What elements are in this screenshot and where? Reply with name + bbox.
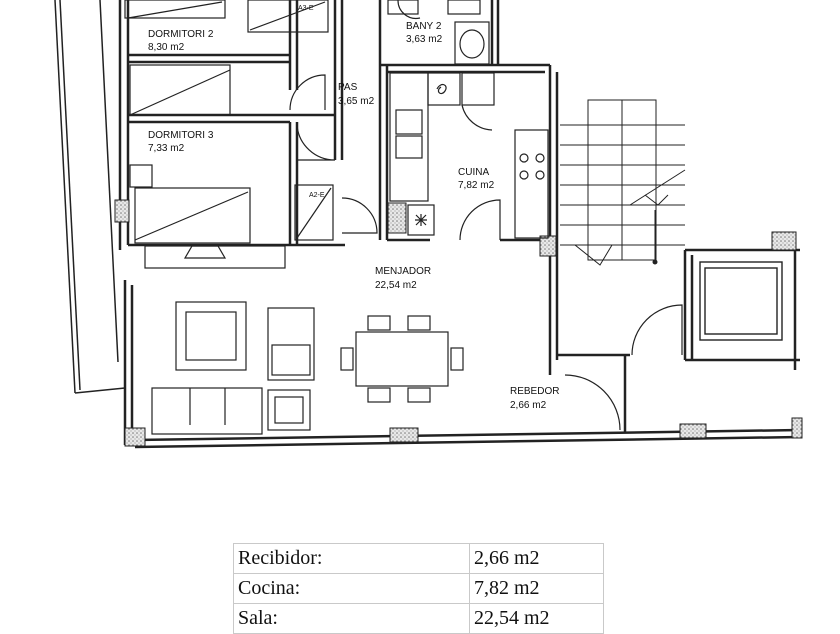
bathroom-fixtures	[387, 0, 490, 65]
room-area-dormitori-2: 8,30 m2	[148, 42, 185, 53]
table-row: Cocina: 7,82 m2	[233, 573, 604, 604]
staircase	[560, 99, 686, 266]
room-name-menjador: MENJADOR	[375, 266, 431, 277]
room-name-dormitori-2: DORMITORI 2	[148, 29, 214, 40]
closet-tag-a2e: A2-E	[309, 192, 325, 199]
room-area-dormitori-3: 7,33 m2	[148, 143, 185, 154]
walls	[118, 0, 801, 449]
left-facade	[54, 0, 126, 394]
room-area-bany-2: 3,63 m2	[406, 34, 443, 45]
area-value: 22,54 m2	[469, 603, 604, 634]
room-name-bany-2: BANY 2	[406, 21, 442, 32]
elevator	[699, 261, 783, 341]
area-label: Sala:	[233, 603, 470, 634]
doors	[289, 0, 683, 431]
room-area-menjador: 22,54 m2	[375, 280, 417, 291]
area-value: 2,66 m2	[469, 543, 604, 574]
area-table: Recibidor: 2,66 m2 Cocina: 7,82 m2 Sala:…	[233, 543, 604, 634]
room-area-rebedor: 2,66 m2	[510, 400, 547, 411]
room-name-cuina: CUINA	[458, 167, 489, 178]
closet-tag-a3e: A3-E	[298, 5, 314, 12]
kitchen-fixtures	[389, 72, 549, 239]
bedroom-furniture	[124, 0, 334, 269]
floor-plan: DORMITORI 2 8,30 m2 A3-E BANY 2 3,63 m2 …	[54, 0, 803, 449]
structural-columns	[114, 199, 803, 447]
area-value: 7,82 m2	[469, 573, 604, 604]
room-area-pas: 3,65 m2	[338, 96, 375, 107]
living-furniture	[151, 301, 464, 435]
table-row: Recibidor: 2,66 m2	[233, 543, 604, 574]
room-name-dormitori-3: DORMITORI 3	[148, 130, 214, 141]
room-name-rebedor: REBEDOR	[510, 386, 559, 397]
area-label: Recibidor:	[233, 543, 470, 574]
table-row: Sala: 22,54 m2	[233, 603, 604, 634]
area-label: Cocina:	[233, 573, 470, 604]
room-area-cuina: 7,82 m2	[458, 180, 495, 191]
room-name-pas: PAS	[338, 82, 358, 93]
